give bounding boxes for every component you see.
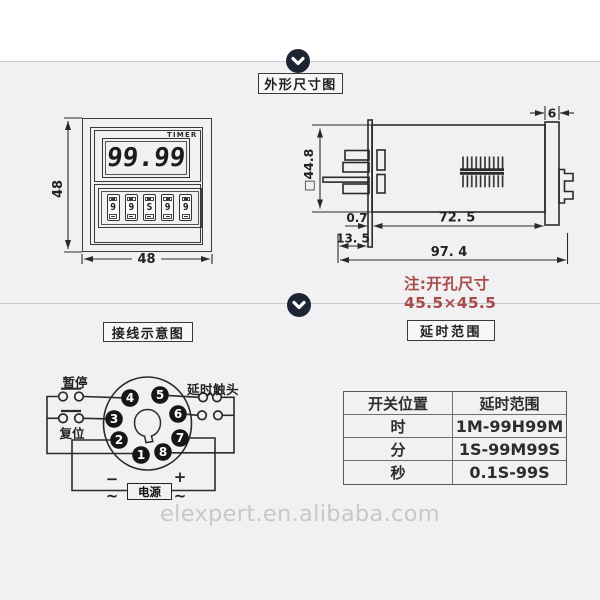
pause-label: 暂停	[62, 375, 88, 390]
front-height-dim-label: 48	[51, 180, 66, 198]
thumbwheel-3: S	[142, 194, 156, 222]
wheel-minus-button	[163, 196, 172, 202]
collapse-button-top[interactable]	[286, 49, 310, 73]
side-view-outline	[322, 119, 574, 248]
reset-label: 复位	[59, 426, 85, 441]
socket-keyhole	[133, 408, 162, 444]
wiring-diagram: 1 2 3 4 5 6 7 8	[46, 376, 235, 492]
thumbwheel-1: 9	[106, 194, 120, 222]
side-pin-dim-label: 13. 5	[336, 232, 370, 246]
side-plate-dim-label: 0.7	[346, 211, 367, 225]
wheel-plus-button	[181, 214, 191, 219]
front-view-outer-case	[82, 118, 212, 252]
seller-watermark: elexpert.en.alibaba.com	[160, 501, 440, 527]
minus-mark-icon	[111, 198, 116, 200]
thumbwheel-5: 9	[179, 194, 193, 222]
plus-mark-icon	[111, 215, 116, 218]
display-section	[93, 129, 201, 182]
wheel-minus-button	[108, 196, 118, 202]
table-cell-range: 1S-99M99S	[453, 438, 566, 461]
chevron-down-icon	[291, 56, 305, 66]
table-cell-range: 1M-99H99M	[453, 415, 566, 438]
thumbwheel-block: 9 9 S 9 9	[97, 187, 202, 228]
side-total-dim-label: 97. 4	[431, 245, 468, 260]
table-cell-position: 时	[344, 415, 453, 438]
wiring-wires	[46, 387, 235, 492]
wheel-minus-button	[181, 196, 191, 202]
minus-terminal-label: −	[105, 470, 119, 488]
side-body-dim-label: 72. 5	[439, 211, 476, 226]
minus-mark-icon	[147, 198, 152, 200]
plus-mark-icon	[165, 215, 170, 218]
plus-mark-icon	[147, 215, 152, 218]
ac-symbol-right: ~	[173, 487, 187, 505]
side-height-dim-label: □44.8	[301, 149, 316, 192]
pin-3-number: 3	[110, 412, 118, 426]
table-cell-position: 秒	[344, 461, 453, 484]
table-cell-position: 分	[344, 438, 453, 461]
pin-6-number: 6	[174, 407, 182, 421]
lcd-display: 99.99	[102, 138, 190, 178]
delay-range-table: 开关位置 延时范围 时 1M-99H99M 分 1S-99M99S 秒 0.1S…	[343, 391, 567, 485]
outline-section-title: 外形尺寸图	[258, 73, 343, 94]
side-view-vents	[460, 156, 504, 188]
collapse-button-middle[interactable]	[287, 293, 311, 317]
brand-label: TIMER	[167, 130, 198, 139]
minus-mark-icon	[129, 198, 134, 200]
table-header-position: 开关位置	[344, 392, 453, 415]
minus-mark-icon	[183, 198, 188, 200]
wheel-plus-button	[108, 214, 118, 219]
lcd-window: 99.99	[105, 141, 187, 175]
range-section-title: 延时范围	[407, 320, 495, 341]
side-view-dimensions	[312, 106, 574, 264]
socket-outline	[102, 376, 193, 471]
switch-contacts	[57, 391, 224, 424]
panel-cutout-note: 注:开孔尺寸45.5×45.5	[404, 275, 497, 312]
table-cell-range: 0.1S-99S	[469, 463, 550, 482]
pin-8-number: 8	[159, 445, 167, 459]
pin-5-number: 5	[156, 388, 164, 402]
thumbwheel-4: 9	[161, 194, 175, 222]
pin-7-number: 7	[176, 431, 184, 445]
lcd-digits: 99.99	[105, 143, 187, 173]
side-bezel-dim-label: 6	[548, 106, 557, 121]
wheel-plus-button	[127, 214, 136, 219]
button-section	[93, 184, 201, 243]
socket-pins: 1 2 3 4 5 6 7 8	[105, 386, 189, 464]
table-header-range: 延时范围	[453, 392, 566, 415]
front-view-dimensions	[64, 117, 213, 264]
thumbwheel-2: 9	[124, 194, 138, 222]
thumbwheel-row: 9 9 S 9 9	[100, 190, 199, 225]
front-width-dim-label: 48	[137, 252, 155, 267]
wheel-digit: 9	[164, 202, 171, 213]
wheel-digit: S	[146, 202, 153, 213]
minus-mark-icon	[165, 198, 170, 200]
front-view-panel	[90, 127, 203, 245]
power-supply-box: 电源	[127, 483, 172, 500]
wheel-minus-button	[145, 196, 154, 202]
wheel-plus-button	[163, 214, 172, 219]
wheel-plus-button	[145, 214, 154, 219]
ac-symbol-left: ~	[105, 487, 119, 505]
wheel-minus-button	[127, 196, 136, 202]
wiring-section-title: 接线示意图	[103, 322, 193, 342]
plus-mark-icon	[183, 215, 188, 218]
wheel-digit: 9	[182, 202, 189, 213]
pin-2-number: 2	[115, 433, 123, 447]
pin-1-number: 1	[137, 448, 145, 462]
plus-mark-icon	[129, 215, 134, 218]
pin-4-number: 4	[126, 391, 134, 405]
chevron-down-icon	[292, 300, 306, 310]
wheel-digit: 9	[110, 202, 117, 213]
plus-terminal-label: +	[173, 468, 187, 486]
delay-contact-label: 延时触头	[187, 382, 240, 397]
wheel-digit: 9	[128, 202, 135, 213]
